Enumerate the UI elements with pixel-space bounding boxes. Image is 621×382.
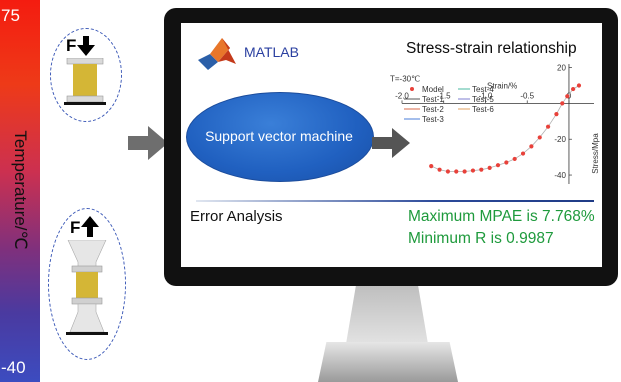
tension-specimen xyxy=(66,240,108,335)
matlab-logo-icon xyxy=(198,38,236,70)
model-point xyxy=(520,151,526,156)
legend-label-test-6: Test-6 xyxy=(472,105,494,114)
temperature-min-label: -40 xyxy=(1,358,26,377)
y-tick-label: -40 xyxy=(554,171,566,180)
y-axis-title: Stress/Mpa xyxy=(591,133,600,174)
model-point xyxy=(571,86,576,92)
down-arrow-icon xyxy=(77,36,95,56)
model-point xyxy=(554,112,559,117)
monitor-stand-neck xyxy=(346,286,428,344)
legend-label-model: Model xyxy=(422,85,444,94)
model-point xyxy=(445,169,451,174)
legend-label-test-5: Test-5 xyxy=(472,95,494,104)
svm-label: Support vector machine xyxy=(205,128,353,144)
temperature-axis-title: Temperature/℃ xyxy=(11,130,30,250)
input-arrow-icon xyxy=(128,126,168,160)
legend-label-test-1: Test-1 xyxy=(422,95,444,104)
x-tick-label: -1.5 xyxy=(437,91,451,100)
x-axis-title: Strain/% xyxy=(487,81,517,90)
model-point xyxy=(512,156,517,162)
x-tick-label: -2.0 xyxy=(395,91,409,100)
legend-label-test-4: Test-4 xyxy=(472,85,494,94)
x-tick-label: -1.0 xyxy=(479,91,493,100)
model-point xyxy=(504,160,509,165)
legend-label-test-3: Test-3 xyxy=(422,115,444,124)
model-point xyxy=(537,135,542,140)
y-tick-label: 20 xyxy=(557,64,566,73)
model-point xyxy=(462,169,467,174)
compression-specimen xyxy=(64,58,106,105)
legend-label-test-2: Test-2 xyxy=(422,105,444,114)
svm-ellipse xyxy=(186,92,374,182)
top-force-label: F xyxy=(66,36,77,55)
temperature-annotation: T=-30℃ xyxy=(390,74,420,83)
model-point xyxy=(495,163,501,168)
matlab-label: MATLAB xyxy=(244,44,299,60)
model-point xyxy=(487,165,492,170)
up-arrow-icon xyxy=(81,216,99,237)
svm-to-chart-arrow-icon xyxy=(372,128,410,158)
bottom-force-label: F xyxy=(70,218,81,237)
min-r-result: Minimum R is 0.9987 xyxy=(408,230,554,247)
model-point xyxy=(437,167,442,172)
tension-specimen-oval xyxy=(48,208,126,360)
model-point xyxy=(454,169,459,174)
model-point xyxy=(545,124,551,129)
model-point xyxy=(565,94,570,99)
y-tick-label: -20 xyxy=(554,135,566,144)
model-point xyxy=(479,167,484,172)
temperature-colorbar xyxy=(0,0,40,382)
model-point xyxy=(529,144,534,149)
stress-strain-chart: -2.0-1.5-1.0-0.5020-20-40Strain/%Stress/… xyxy=(390,64,600,184)
temperature-max-label: 75 xyxy=(1,6,20,25)
model-point xyxy=(560,101,565,106)
chart-title: Stress-strain relationship xyxy=(406,40,577,57)
section-divider xyxy=(196,200,594,202)
model-curve xyxy=(431,85,580,172)
model-point xyxy=(470,168,476,173)
legend-marker-model xyxy=(410,87,414,91)
compression-specimen-oval xyxy=(50,28,122,122)
model-point xyxy=(576,83,582,88)
x-tick-label: -0.5 xyxy=(520,91,534,100)
max-mpae-result: Maximum MPAE is 7.768% xyxy=(408,208,595,225)
error-analysis-heading: Error Analysis xyxy=(190,208,283,225)
monitor-stand-base xyxy=(318,342,458,382)
model-point xyxy=(429,163,434,169)
